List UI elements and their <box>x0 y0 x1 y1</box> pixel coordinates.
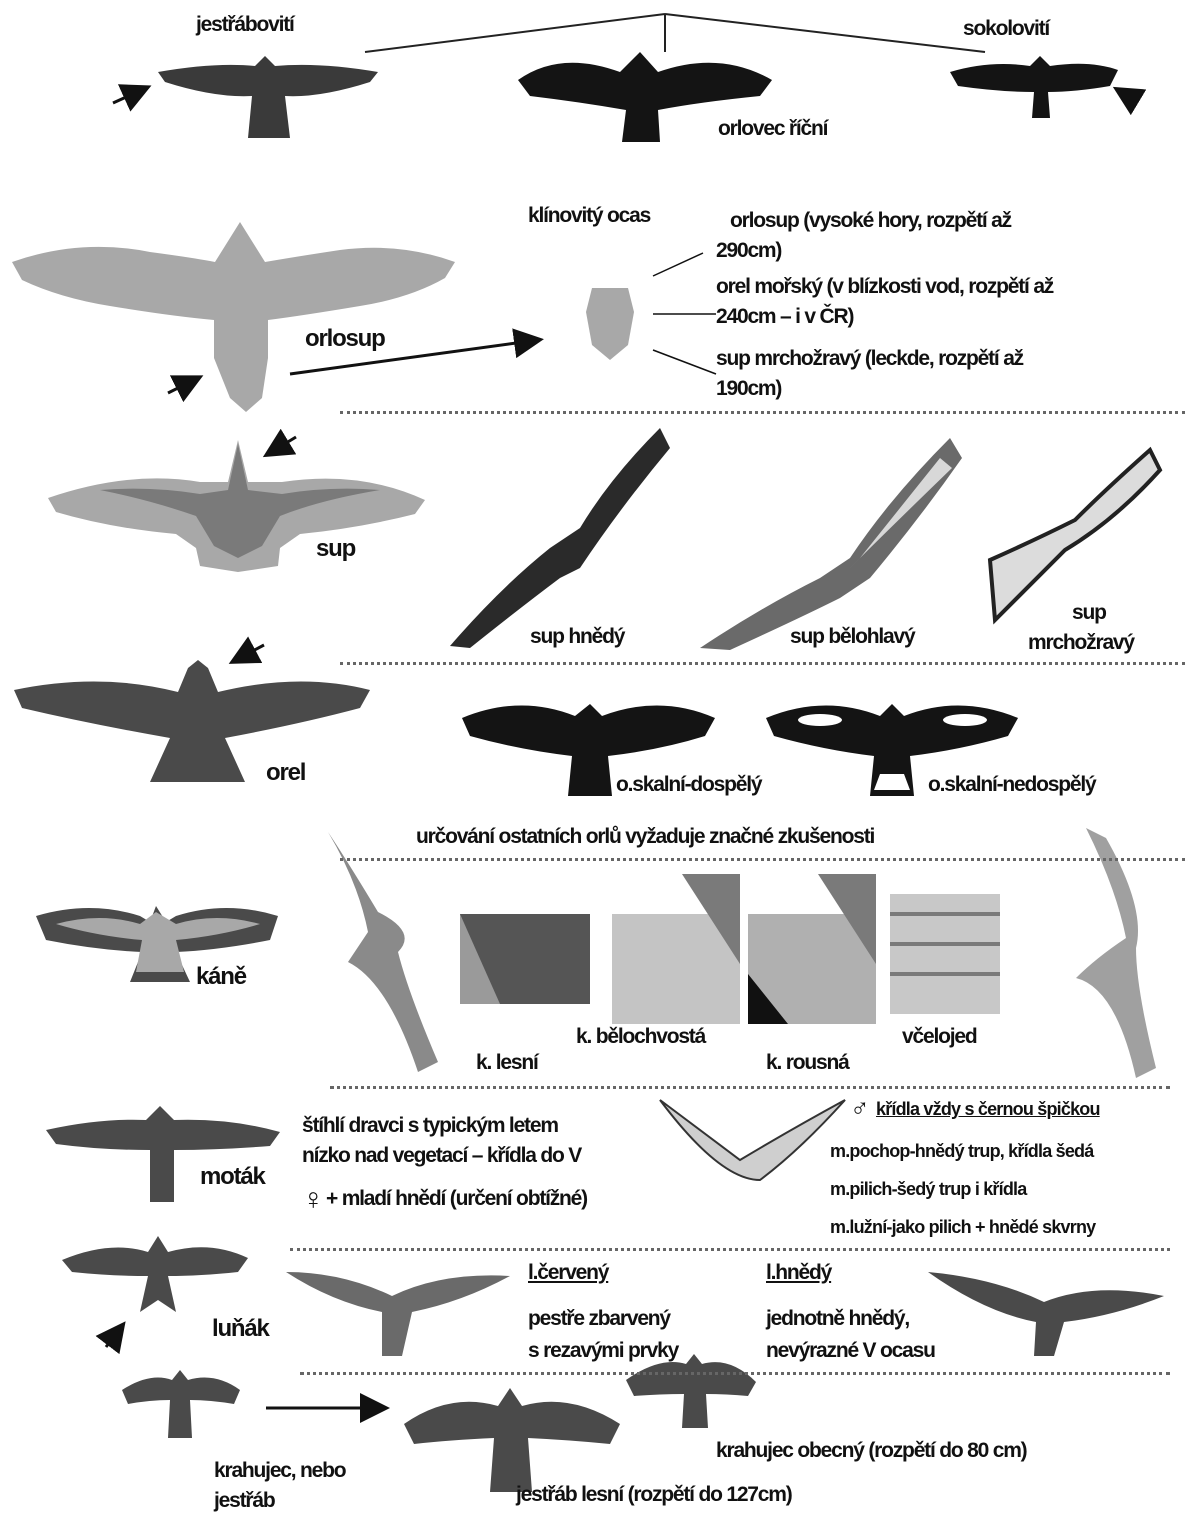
black-kite-desc-2: nevýrazné V ocasu <box>766 1340 935 1362</box>
species-egyptian-vulture-1: sup mrchožravý (leckde, rozpětí až <box>716 348 1023 370</box>
label-long-legged-buzzard: k. bělochvostá <box>576 1026 705 1048</box>
harrier-marsh: m.pochop-hnědý trup, křídla šedá <box>830 1142 1093 1161</box>
egyptian-vulture-photo <box>975 430 1165 630</box>
label-buzzard: káně <box>196 964 246 989</box>
buzzard-tail-detail-2 <box>612 874 740 1024</box>
label-goshawk: jestřáb lesní (rozpětí do 127cm) <box>516 1484 792 1506</box>
label-lammergeier: orlosup <box>305 326 385 351</box>
harrier-desc-1: štíhlí dravci s typickým letem <box>302 1115 558 1137</box>
species-white-tailed-eagle-1: orel mořský (v blízkosti vod, rozpětí až <box>716 276 1053 298</box>
hawk-silhouette <box>158 56 378 138</box>
red-kite-desc-1: pestře zbarvený <box>528 1308 670 1330</box>
label-rough-legged-buzzard: k. rousná <box>766 1052 849 1074</box>
sparrowhawk-silhouette <box>626 1354 756 1428</box>
buzzard-tail-detail-1 <box>460 884 590 1004</box>
sparrowhawk-small-silhouette <box>122 1370 240 1438</box>
red-kite-desc-2: s rezavými prvky <box>528 1340 678 1362</box>
species-white-tailed-eagle-2: 240cm – i v ČR) <box>716 306 853 328</box>
eagle-silhouette <box>14 660 370 782</box>
cinereous-vulture-photo <box>430 418 675 658</box>
separator-6 <box>300 1372 1170 1375</box>
harrier-photo <box>650 1090 850 1210</box>
label-osprey: orlovec říční <box>718 118 827 140</box>
black-kite-photo <box>924 1256 1168 1360</box>
male-symbol: ♂ <box>850 1094 868 1121</box>
separator-3 <box>340 858 1185 861</box>
harrier-hen: m.pilich-šedý trup i křídla <box>830 1180 1026 1199</box>
female-symbol: ♀ <box>302 1184 323 1216</box>
separator-5 <box>290 1248 1170 1251</box>
label-honey-buzzard: včelojed <box>902 1026 976 1048</box>
separator-2 <box>340 662 1185 665</box>
buzzard-tail-detail-3 <box>748 874 876 1024</box>
label-wedge-tail: klínovitý ocas <box>528 205 650 227</box>
species-egyptian-vulture-2: 190cm) <box>716 378 781 400</box>
label-common-buzzard: k. lesní <box>476 1052 538 1074</box>
label-eagle-note: určování ostatních orlů vyžaduje značné … <box>416 826 874 848</box>
label-accipiter-1: krahujec, nebo <box>214 1460 345 1482</box>
label-vulture: sup <box>316 536 355 561</box>
label-cinereous-vulture: sup hnědý <box>530 626 624 648</box>
kite-arrow <box>106 1326 122 1347</box>
black-kite-desc-1: jednotně hnědý, <box>766 1308 909 1330</box>
falcon-silhouette <box>950 56 1118 118</box>
label-griffon-vulture: sup bělohlavý <box>790 626 914 648</box>
taxonomy-lines <box>365 14 985 52</box>
label-kite: luňák <box>212 1316 269 1341</box>
red-kite-photo <box>282 1252 514 1360</box>
separator-1 <box>340 411 1185 414</box>
harrier-female-note: + mladí hnědí (určení obtížné) <box>326 1188 587 1210</box>
label-falconidae: sokolovití <box>963 18 1049 40</box>
species-lammergeier-1: orlosup (vysoké hory, rozpětí až <box>730 210 1011 232</box>
label-egyptian-vulture-1: sup <box>1072 602 1106 624</box>
label-accipitridae: jestřábovití <box>196 14 294 36</box>
honey-buzzard-tail-detail <box>880 874 1008 1024</box>
eagle-arrow <box>234 645 264 661</box>
separator-4 <box>330 1086 1170 1089</box>
label-golden-eagle-juvenile: o.skalní-nedospělý <box>928 774 1095 796</box>
label-egyptian-vulture-2: mrchožravý <box>1028 632 1134 654</box>
kite-silhouette <box>62 1236 248 1312</box>
black-kite-title: l.hnědý <box>766 1262 831 1284</box>
vulture-arrow <box>268 437 296 454</box>
harrier-montagu: m.lužní-jako pilich + hnědé skvrny <box>830 1218 1095 1237</box>
goshawk-silhouette <box>404 1388 620 1492</box>
harrier-male-note: křídla vždy s černou špičkou <box>876 1100 1100 1119</box>
harrier-desc-2: nízko nad vegetací – křídla do V <box>302 1145 581 1167</box>
red-kite-title: l.červený <box>528 1262 608 1284</box>
griffon-vulture-photo <box>690 418 970 658</box>
vulture-silhouette <box>48 440 425 572</box>
label-sparrowhawk: krahujec obecný (rozpětí do 80 cm) <box>716 1440 1026 1462</box>
label-harrier: moták <box>200 1164 265 1189</box>
label-golden-eagle-adult: o.skalní-dospělý <box>616 774 761 796</box>
label-accipiter-2: jestřáb <box>214 1490 274 1512</box>
wedge-tail-shape <box>586 288 634 360</box>
species-lammergeier-2: 290cm) <box>716 240 781 262</box>
label-eagle: orel <box>266 760 305 785</box>
lammergeier-silhouette <box>12 222 455 412</box>
common-buzzard-photo <box>298 822 458 1084</box>
